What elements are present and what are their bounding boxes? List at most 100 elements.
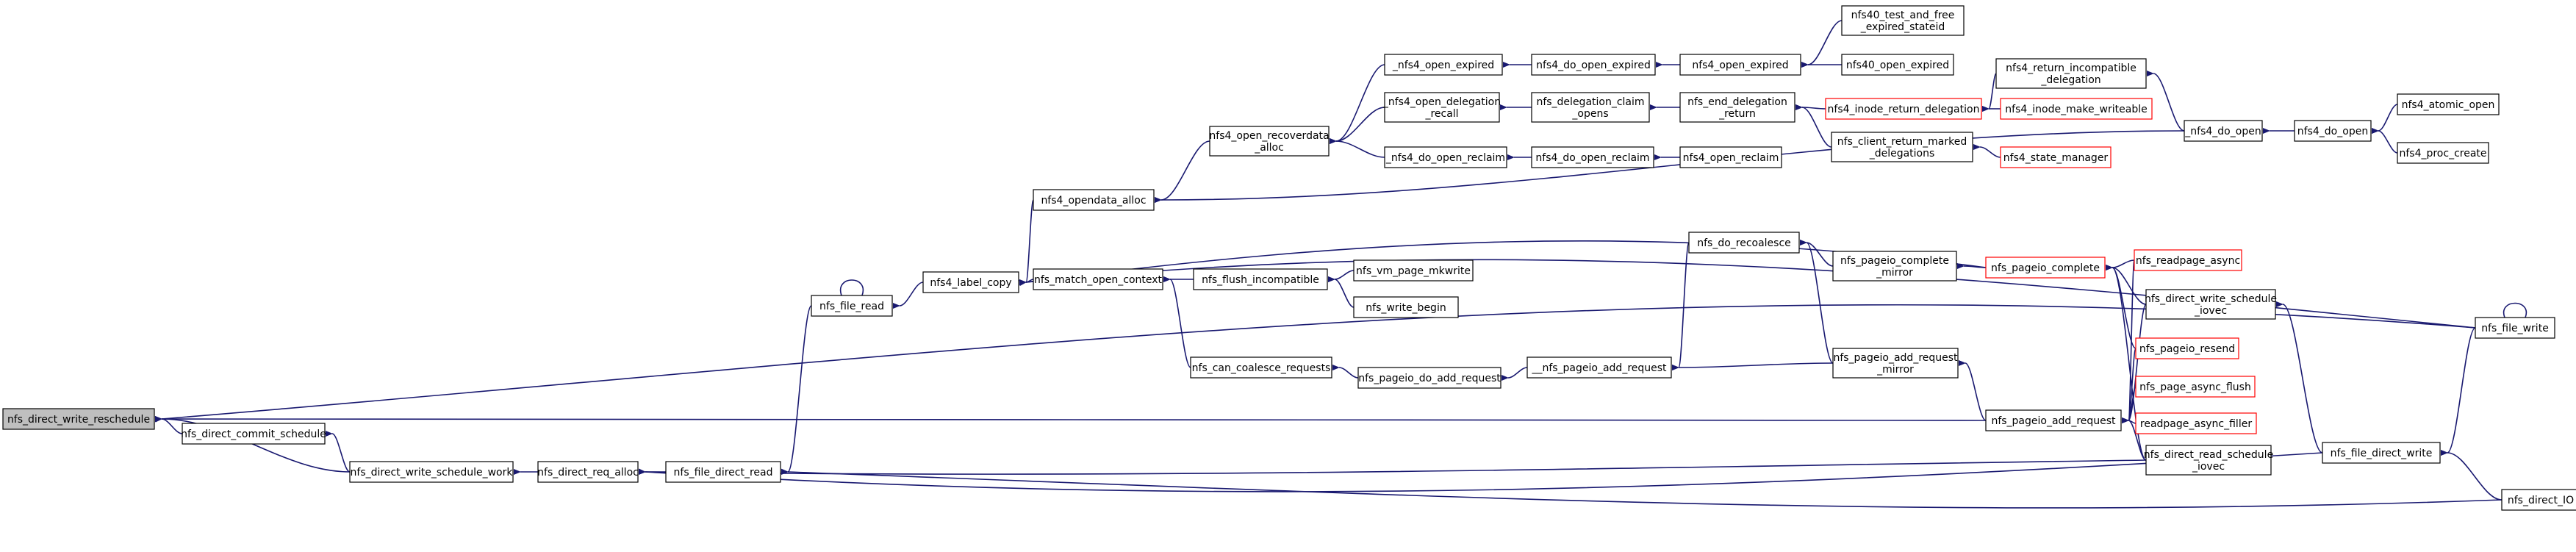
node-nfs4-atomic-open[interactable]: nfs4_atomic_open <box>2397 93 2500 115</box>
node-label: nfs4_inode_return_delegation <box>1828 104 1980 115</box>
node-label: nfs_vm_page_mkwrite <box>1356 265 1471 277</box>
edge-n37-to-n32 <box>2146 70 2185 132</box>
node-nfs-pageio-do-add-request[interactable]: nfs_pageio_do_add_request <box>1357 367 1502 389</box>
node-nfs4-do-open[interactable]: nfs4_do_open <box>2294 120 2372 142</box>
node-nfs-delegation-claim-opens[interactable]: nfs_delegation_claim_opens <box>1531 92 1650 123</box>
node-nfs-direct-write-schedule-iovec[interactable]: nfs_direct_write_schedule_iovec <box>2145 289 2277 320</box>
node-label: _alloc <box>1254 142 1284 154</box>
node-nfs-end-delegation-return[interactable]: nfs_end_delegation_return <box>1679 92 1795 123</box>
node-label: nfs_readpage_async <box>2136 255 2240 267</box>
node-nfs4-open-expired[interactable]: _nfs4_open_expired <box>1384 54 1503 76</box>
node-readpage-async-filler[interactable]: readpage_async_filler <box>2135 412 2257 434</box>
node-nfs4-inode-make-writeable[interactable]: nfs4_inode_make_writeable <box>2000 98 2153 120</box>
node-nfs-direct-write-reschedule[interactable]: nfs_direct_write_reschedule <box>2 408 155 430</box>
node-nfs4-inode-return-delegation[interactable]: nfs4_inode_return_delegation <box>1825 98 1982 120</box>
edge-n49-to-n4 <box>781 468 2503 509</box>
node-nfs4-open-reclaim[interactable]: nfs4_open_reclaim <box>1679 146 1782 168</box>
node-nfs40-open-expired[interactable]: nfs40_open_expired <box>1841 54 1954 76</box>
node-label: _nfs4_do_open_reclaim <box>1385 152 1505 164</box>
edge-n38-to-n36 <box>2121 259 2135 424</box>
edge-n30-to-n25 <box>1799 239 1834 267</box>
node-label: nfs4_do_open_expired <box>1536 60 1651 71</box>
nodes: nfs_direct_write_reschedule nfs_direct_co… <box>2 5 2576 511</box>
node-box <box>182 423 326 445</box>
node-nfs-file-write[interactable]: nfs_file_write <box>2475 317 2555 339</box>
node-box <box>1190 356 1332 379</box>
node-nfs-direct-req-alloc[interactable]: nfs_direct_req_alloc <box>537 461 639 483</box>
edge-n39-to-n35 <box>2105 264 2147 305</box>
node-nfs4-state-manager[interactable]: nfs4_state_manager <box>2000 146 2112 168</box>
node-label: nfs4_opendata_alloc <box>1041 195 1146 207</box>
edge-n16-to-n14 <box>1327 276 1355 308</box>
edge-n31-to-n21 <box>1671 362 1834 371</box>
node-label: nfs4_open_recoverdata <box>1209 130 1329 142</box>
node-nfs4-do-open-expired[interactable]: nfs4_do_open_expired <box>1531 54 1656 76</box>
node-nfs-do-recoalesce[interactable]: nfs_do_recoalesce <box>1688 232 1800 254</box>
edge-n32-to-n28 <box>1981 73 1997 112</box>
edge-n12-to-n10 <box>1329 107 1385 145</box>
node-nfs-direct-commit-schedule[interactable]: nfs_direct_commit_schedule <box>181 423 326 445</box>
node-nfs-write-begin[interactable]: nfs_write_begin <box>1353 296 1459 318</box>
node-nfs-file-direct-read[interactable]: nfs_file_direct_read <box>665 461 781 483</box>
node-nfs-pageio-resend[interactable]: nfs_pageio_resend <box>2135 337 2239 359</box>
node-box <box>922 271 1019 293</box>
node-nfs-pageio-complete-mirror[interactable]: nfs_pageio_complete_mirror <box>1832 251 1957 282</box>
node-nfs-pageio-add-request[interactable]: __nfs_pageio_add_request <box>1526 356 1672 379</box>
node-label: _iovec <box>2194 305 2227 317</box>
edge-n17-to-n9 <box>1332 364 1359 379</box>
node-box <box>1209 126 1330 157</box>
node-nfs-direct-read-schedule-iovec[interactable]: nfs_direct_read_schedule_iovec <box>2144 445 2273 476</box>
node-nfs4-opendata-alloc[interactable]: nfs4_opendata_alloc <box>1033 189 1155 211</box>
node-label: nfs_write_begin <box>1366 302 1446 314</box>
edge-n34-to-n29 <box>1973 143 2001 158</box>
node-nfs-file-direct-write[interactable]: nfs_file_direct_write <box>2322 442 2441 464</box>
node-box <box>2397 142 2489 164</box>
node-nfs-flush-incompatible[interactable]: nfs_flush_incompatible <box>1193 268 1328 290</box>
node-label: _delegation <box>2040 74 2100 86</box>
node-nfs-direct-IO[interactable]: nfs_direct_IO <box>2501 489 2576 511</box>
node-nfs4-return-incompatible-delegation[interactable]: nfs4_return_incompatible_delegation <box>1995 58 2147 89</box>
node-label: nfs_direct_write_schedule_work <box>351 467 514 478</box>
node-label: nfs_direct_write_reschedule <box>7 414 150 426</box>
node-label: nfs_file_write <box>2481 323 2549 334</box>
edge-n2-to-n1 <box>325 430 351 473</box>
node-nfs-page-async-flush[interactable]: nfs_page_async_flush <box>2135 376 2256 398</box>
node-nfs4-do-open-reclaim[interactable]: nfs4_do_open_reclaim <box>1531 146 1654 168</box>
node-label: nfs_delegation_claim <box>1536 96 1644 108</box>
node-box <box>1353 259 1474 282</box>
node-nfs-pageio-complete[interactable]: nfs_pageio_complete <box>1985 257 2106 279</box>
node-nfs-can-coalesce-requests[interactable]: nfs_can_coalesce_requests <box>1190 356 1332 379</box>
node-nfs-pageio-add-request-mirror[interactable]: nfs_pageio_add_request_mirror <box>1832 348 1959 379</box>
node-box <box>811 295 893 317</box>
node-nfs4-do-open-reclaim[interactable]: _nfs4_do_open_reclaim <box>1384 146 1507 168</box>
node-box <box>1531 54 1656 76</box>
node-box <box>1995 58 2147 89</box>
node-nfs-file-read[interactable]: nfs_file_read <box>811 295 893 317</box>
node-nfs4-label-copy[interactable]: nfs4_label_copy <box>922 271 1019 293</box>
node-label: nfs_pageio_add_request <box>1833 352 1958 364</box>
node-nfs-direct-write-schedule-work[interactable]: nfs_direct_write_schedule_work <box>349 461 514 483</box>
node-label: nfs4_atomic_open <box>2402 99 2495 111</box>
node-label: _expired_stateid <box>1860 21 1945 33</box>
node-label: nfs_can_coalesce_requests <box>1192 362 1331 374</box>
edge-n43-to-n36 <box>2121 417 2147 461</box>
node-label: nfs_end_delegation <box>1687 96 1787 108</box>
edge-n21-to-n17 <box>1501 367 1528 381</box>
node-nfs-vm-page-mkwrite[interactable]: nfs_vm_page_mkwrite <box>1353 259 1474 282</box>
edge-n46-to-n44 <box>2371 104 2398 135</box>
node-nfs-match-open-context[interactable]: nfs_match_open_context <box>1033 268 1163 290</box>
node-nfs4-proc-create[interactable]: nfs4_proc_create <box>2397 142 2489 164</box>
node-nfs4-do-open[interactable]: _nfs4_do_open <box>2184 120 2263 142</box>
edge-n35-to-n30 <box>1956 262 1987 269</box>
node-nfs-pageio-add-request[interactable]: nfs_pageio_add_request <box>1985 409 2122 431</box>
node-label: nfs_direct_commit_schedule <box>181 429 326 440</box>
node-nfs-readpage-async[interactable]: nfs_readpage_async <box>2134 249 2242 271</box>
node-box <box>2322 442 2441 464</box>
node-label: nfs4_return_incompatible <box>2006 62 2136 74</box>
node-nfs4-open-delegation-recall[interactable]: _nfs4_open_delegation_recall <box>1382 92 1501 123</box>
node-nfs4-open-recoverdata-alloc[interactable]: nfs4_open_recoverdata_alloc <box>1209 126 1330 157</box>
node-label: _nfs4_open_expired <box>1392 60 1494 71</box>
node-nfs4-open-expired[interactable]: nfs4_open_expired <box>1679 54 1801 76</box>
node-nfs-client-return-marked-delegations[interactable]: nfs_client_return_marked_delegations <box>1831 132 1973 162</box>
node-nfs40-test-and-free-expired-stateid[interactable]: nfs40_test_and_free_expired_stateid <box>1841 5 1965 36</box>
